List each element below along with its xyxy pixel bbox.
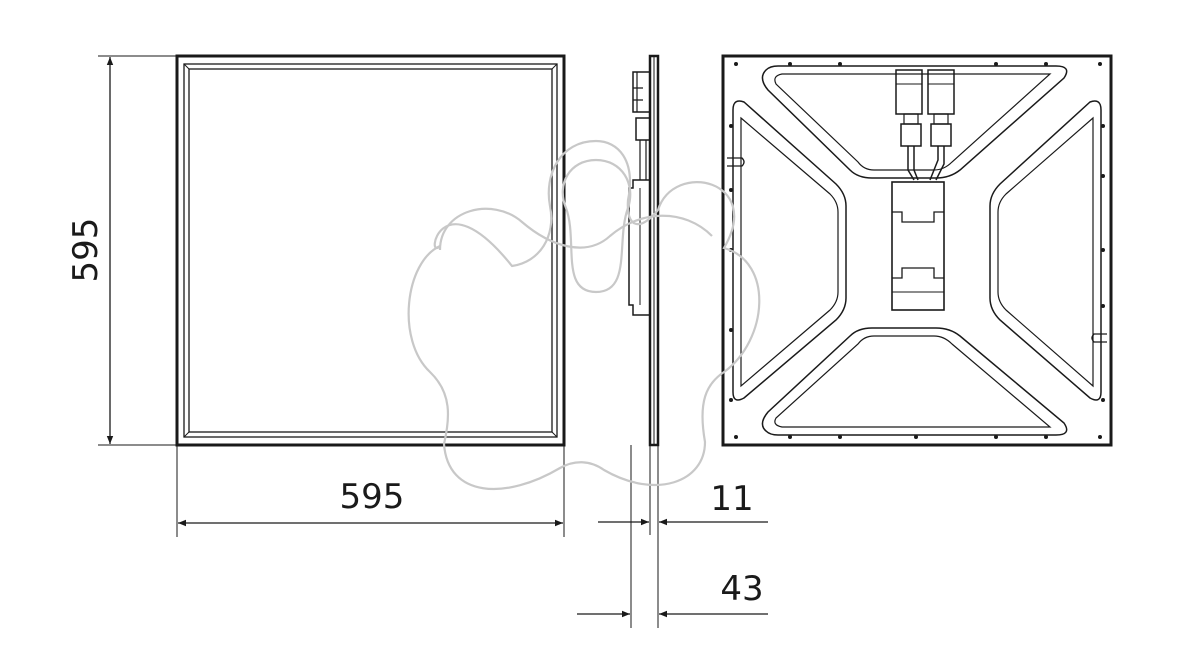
height-dimension-label: 595 xyxy=(66,218,106,283)
back-view xyxy=(721,54,1113,447)
frame-depth-label: 11 xyxy=(710,479,753,519)
front-outer-frame xyxy=(175,54,566,447)
back-outer-frame xyxy=(721,54,1113,447)
back-rib-left xyxy=(732,100,847,401)
side-driver xyxy=(628,179,650,316)
back-rib-right xyxy=(989,100,1102,401)
depth-dimensions: 11 43 xyxy=(577,445,768,628)
back-clip-right xyxy=(1091,333,1107,343)
back-driver xyxy=(891,181,945,311)
front-view xyxy=(175,54,566,447)
front-panel xyxy=(188,68,553,433)
side-view xyxy=(628,54,660,447)
back-rib-bottom xyxy=(761,327,1068,436)
back-rib-top xyxy=(761,65,1068,179)
watermark-logo xyxy=(407,139,761,491)
total-depth-label: 43 xyxy=(720,569,763,609)
side-connector xyxy=(632,71,650,113)
width-dimension-label: 595 xyxy=(340,477,405,517)
back-clip-left xyxy=(727,157,745,167)
back-connectors xyxy=(895,69,955,181)
front-inner-frame xyxy=(183,63,558,438)
height-dimension: 595 xyxy=(66,55,177,446)
width-dimension: 595 xyxy=(176,445,565,537)
back-holes xyxy=(729,62,1105,439)
